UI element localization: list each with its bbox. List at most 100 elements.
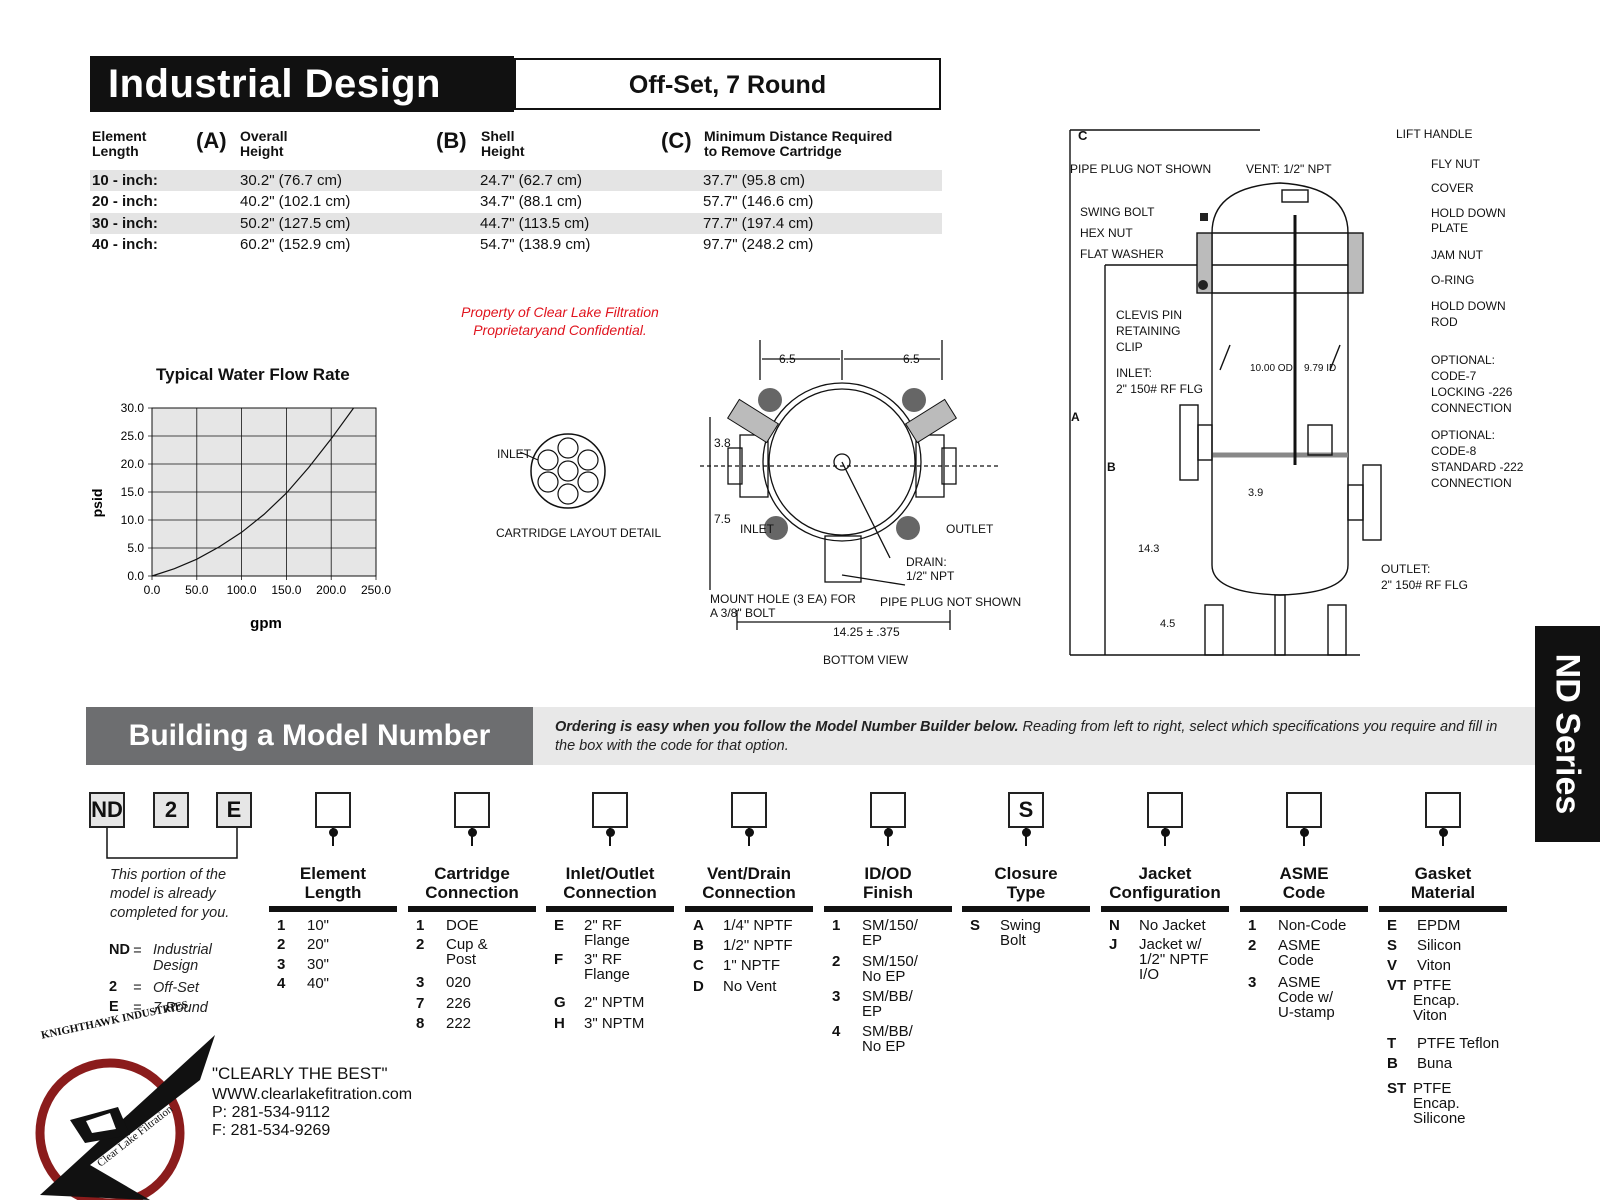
column-rule: [1101, 906, 1229, 912]
model-code-box[interactable]: [454, 792, 490, 828]
connector-dot: [883, 828, 893, 837]
x-tick-label: 100.0: [227, 583, 257, 597]
option-label: Swing Bolt: [1000, 917, 1041, 949]
option-code: 2: [416, 936, 425, 953]
option-label: 10": [307, 917, 330, 934]
model-code-box[interactable]: [1147, 792, 1183, 828]
bottom-drain-label: DRAIN: 1/2" NPT: [906, 555, 955, 583]
option-label: 1/4" NPTF: [723, 917, 793, 934]
row-min-distance: 97.7" (248.2 cm): [703, 236, 814, 253]
side-inlet-label: INLET: 2" 150# RF FLG: [1116, 366, 1203, 396]
side-swing-bolt-label: SWING BOLT: [1080, 205, 1155, 219]
chart-title: Typical Water Flow Rate: [156, 365, 350, 384]
option-label: 30": [307, 956, 330, 973]
model-code-box[interactable]: [731, 792, 767, 828]
column-rule: [546, 906, 674, 912]
side-dim-a: A: [1071, 410, 1080, 424]
side-optional-code-8-label: OPTIONAL: CODE-8 STANDARD -222 CONNECTIO…: [1431, 428, 1524, 490]
option-code: N: [1109, 917, 1120, 934]
option-label: No Jacket: [1139, 917, 1206, 934]
option-label: SM/150/ EP: [862, 917, 918, 949]
side-fly-nut-label: FLY NUT: [1431, 157, 1480, 171]
option-code: D: [693, 978, 704, 995]
legend-code: ND: [109, 942, 130, 958]
option-label: 020: [446, 974, 472, 991]
option-code: 4: [277, 975, 286, 992]
model-code-box[interactable]: S: [1008, 792, 1044, 828]
x-tick-label: 50.0: [185, 583, 209, 597]
row-overall-height: 40.2" (102.1 cm): [240, 193, 351, 210]
row-overall-height: 60.2" (152.9 cm): [240, 236, 351, 253]
bottom-width-dim: 14.25 ± .375: [833, 625, 900, 639]
option-code: S: [970, 917, 981, 934]
option-row: 4 40": [277, 976, 397, 994]
side-id-label: 9.79 ID: [1304, 363, 1337, 374]
connector-dot: [1021, 828, 1031, 837]
x-axis-label: gpm: [250, 615, 282, 632]
prefix-bracket: [106, 828, 238, 859]
option-label: SM/BB/ EP: [862, 988, 913, 1020]
col-element-length: Element Length: [92, 128, 147, 159]
bottom-view-caption: BOTTOM VIEW: [823, 653, 909, 667]
model-code-box[interactable]: [592, 792, 628, 828]
table-row: 20 - inch: 40.2" (102.1 cm) 34.7" (88.1 …: [90, 191, 942, 212]
side-optional-code-7-label: OPTIONAL: CODE-7 LOCKING -226 CONNECTION: [1431, 353, 1513, 415]
option-label: 40": [307, 975, 330, 992]
code-box-connector: [1442, 836, 1444, 846]
x-tick-label: 250.0: [361, 583, 391, 597]
prefix-legend: ND = Industrial Design 2 = Off-Set E = 7…: [109, 942, 212, 1016]
option-label: Silicon: [1417, 937, 1462, 954]
column-title: Jacket Configuration: [1109, 864, 1221, 902]
model-code-box[interactable]: [1286, 792, 1322, 828]
bottom-view-diagram: [700, 340, 1000, 630]
side-dim-14-3: 14.3: [1138, 543, 1160, 555]
option-label: 1/2" NPTF: [723, 937, 793, 954]
side-dim-4-5: 4.5: [1160, 618, 1176, 630]
option-code: 1: [416, 917, 425, 934]
bottom-mount-hole-label: MOUNT HOLE (3 EA) FOR A 3/8" BOLT: [710, 592, 856, 620]
col-min-distance: Minimum Distance Required to Remove Cart…: [704, 128, 893, 159]
option-code: 1: [1248, 917, 1257, 934]
option-label: PTFE Teflon: [1417, 1035, 1500, 1052]
col-c-letter: (C): [661, 128, 692, 153]
row-shell-height: 24.7" (62.7 cm): [480, 172, 583, 189]
option-label: 20": [307, 936, 330, 953]
column-title: Gasket Material: [1410, 864, 1476, 902]
series-line: [151, 407, 355, 577]
option-label: Cup & Post: [446, 936, 488, 968]
column-title: ASME Code: [1279, 864, 1329, 902]
model-code-box[interactable]: [870, 792, 906, 828]
x-tick-label: 0.0: [144, 583, 161, 597]
model-builder-title: Building a Model Number: [86, 707, 533, 765]
website-link[interactable]: WWW.clearlakefitration.com: [212, 1086, 413, 1103]
option-label: SM/150/ No EP: [862, 953, 918, 985]
connector-dot: [328, 828, 338, 837]
column-title: Inlet/Outlet Connection: [563, 864, 657, 902]
option-code: 4: [832, 1023, 841, 1040]
option-code: E: [554, 917, 565, 934]
side-oring-label: O-RING: [1431, 273, 1475, 287]
option-code: B: [1387, 1055, 1398, 1072]
model-code-box[interactable]: [1425, 792, 1461, 828]
code-box-connector: [332, 836, 334, 846]
option-code: H: [554, 1015, 565, 1032]
row-length: 10 - inch:: [92, 172, 158, 189]
column-title: Vent/Drain Connection: [702, 864, 796, 902]
model-code-box[interactable]: [315, 792, 351, 828]
intro-text: Reading from left to right, select which…: [555, 719, 1498, 754]
row-min-distance: 77.7" (197.4 cm): [703, 215, 814, 232]
column-title: Cartridge Connection: [425, 864, 519, 902]
option-code: V: [1387, 957, 1398, 974]
